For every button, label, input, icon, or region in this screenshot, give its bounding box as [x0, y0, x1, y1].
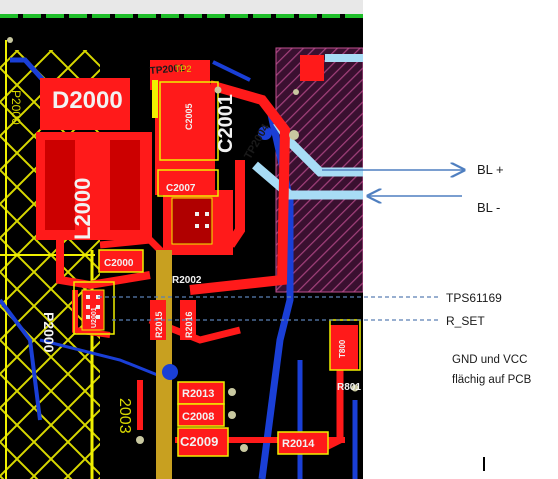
bl-minus-trace: [252, 161, 363, 200]
u2001-ic: [171, 197, 213, 245]
gnd-vcc-label-line2: flächig auf PCB: [452, 374, 532, 386]
pcb-canvas[interactable]: D2000 L2000 C2000 C2001 C2005 C2007 C200…: [0, 0, 363, 479]
tp2004-label: TP2004: [242, 121, 272, 161]
gnd-vcc-label-line1: GND und VCC: [452, 354, 528, 366]
t800-label: T800: [338, 339, 347, 358]
r801-label: R801: [337, 382, 361, 393]
via: [258, 126, 272, 140]
c2009-label: C2009: [180, 434, 218, 449]
power-trace: [189, 80, 291, 295]
c2008-label: C2008: [182, 411, 214, 423]
text-cursor: [483, 457, 485, 471]
bl-plus-label: BL +: [477, 162, 504, 177]
pcb-layout-view[interactable]: D2000 L2000 C2000 C2001 C2005 C2007 C200…: [0, 0, 363, 479]
d2000-label: D2000: [52, 87, 123, 114]
r2014-label: R2014: [282, 438, 315, 450]
c2007-label: C2007: [166, 183, 196, 194]
r2002-label: R2002: [172, 275, 202, 286]
c2001-label: C2001: [215, 94, 237, 153]
r2013-label: R2013: [182, 388, 214, 400]
d2000-pad-area: [40, 78, 130, 130]
rset-label: R_SET: [446, 314, 485, 328]
tp2001-label: TP2001: [149, 63, 185, 77]
board-edge: [0, 0, 363, 14]
bl-minus-label: BL -: [477, 200, 501, 215]
r2015-label: R2015: [154, 311, 164, 338]
p2000-label: P2000: [41, 312, 57, 353]
r2016-label: R2016: [184, 311, 194, 338]
c2000-label: C2000: [104, 258, 134, 269]
via: [289, 130, 299, 140]
l2000-label: L2000: [70, 178, 95, 240]
silkscreen-p2000: P2000: [9, 90, 23, 125]
silkscreen-tp2: TP2: [175, 64, 192, 74]
u2001-label: U2001: [91, 307, 98, 328]
tps-label: TPS61169: [446, 291, 502, 305]
silkscreen-2003: 2003: [116, 398, 133, 434]
c2005-label: C2005: [184, 103, 194, 130]
